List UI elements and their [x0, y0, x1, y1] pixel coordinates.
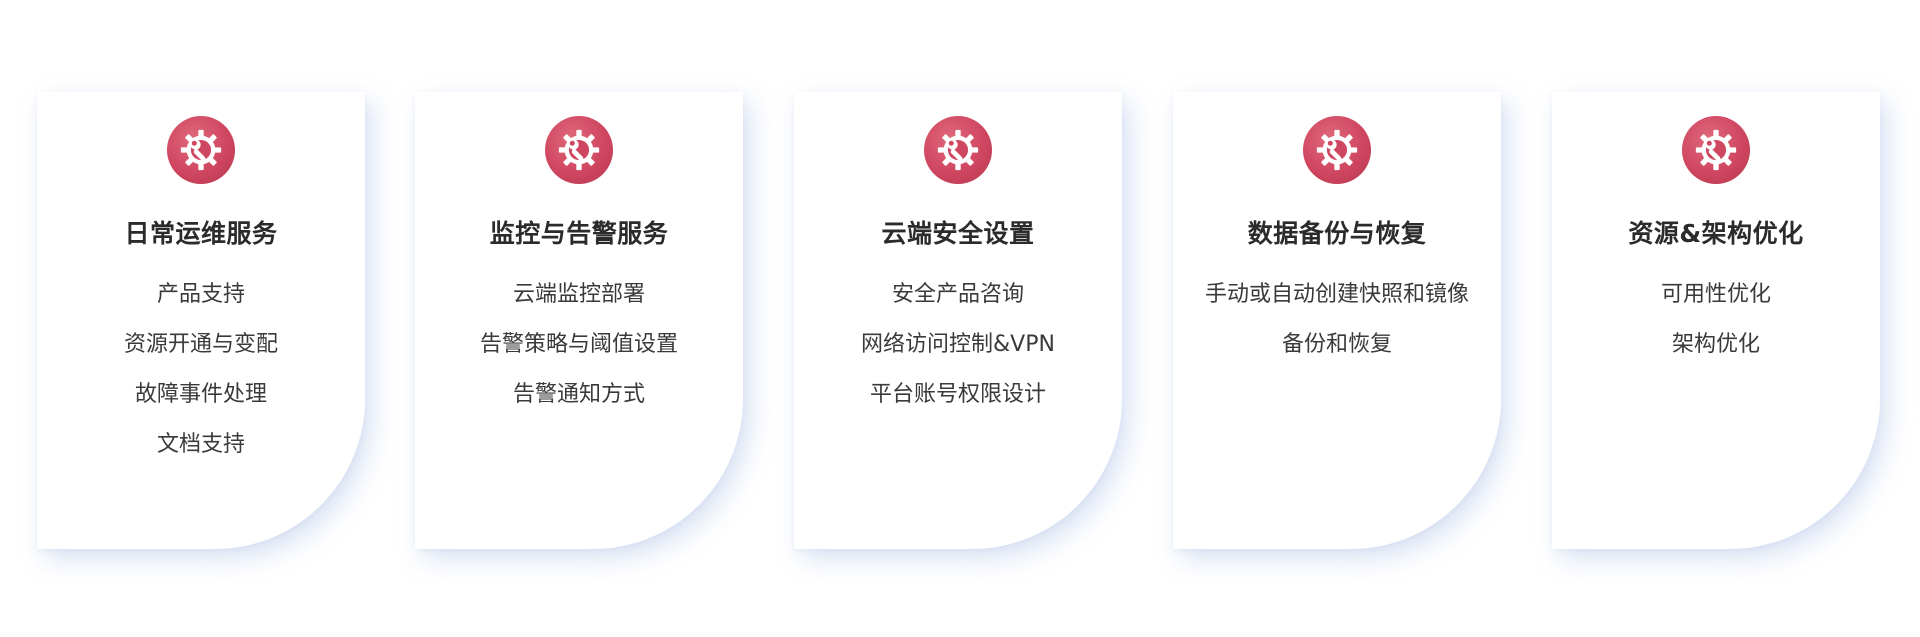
service-card-monitoring: 监控与告警服务 云端监控部署 告警策略与阈值设置 告警通知方式 [415, 92, 743, 549]
gear-wrench-icon [1303, 116, 1371, 184]
list-item: 网络访问控制&VPN [861, 332, 1055, 357]
gear-wrench-icon [545, 116, 613, 184]
gear-wrench-icon [1682, 116, 1750, 184]
feature-list: 可用性优化 架构优化 [1552, 280, 1880, 380]
list-item: 产品支持 [156, 282, 245, 307]
feature-list: 产品支持 资源开通与变配 故障事件处理 文档支持 [37, 280, 365, 480]
list-item: 可用性优化 [1660, 282, 1771, 307]
service-card-optimization: 资源&架构优化 可用性优化 架构优化 [1552, 92, 1880, 549]
list-item: 告警通知方式 [512, 382, 645, 407]
list-item: 云端监控部署 [512, 282, 645, 307]
service-card-daily-ops: 日常运维服务 产品支持 资源开通与变配 故障事件处理 文档支持 [37, 92, 365, 549]
card-title: 日常运维服务 [124, 219, 278, 248]
list-item: 资源开通与变配 [123, 332, 278, 357]
list-item: 安全产品咨询 [891, 282, 1024, 307]
list-item: 平台账号权限设计 [869, 382, 1046, 407]
feature-list: 安全产品咨询 网络访问控制&VPN 平台账号权限设计 [794, 280, 1122, 430]
service-card-cloud-security: 云端安全设置 安全产品咨询 网络访问控制&VPN 平台账号权限设计 [794, 92, 1122, 549]
list-item: 备份和恢复 [1281, 332, 1392, 357]
gear-wrench-icon [167, 116, 235, 184]
list-item: 手动或自动创建快照和镜像 [1204, 282, 1469, 307]
card-title: 数据备份与恢复 [1247, 219, 1427, 248]
service-card-backup-recovery: 数据备份与恢复 手动或自动创建快照和镜像 备份和恢复 [1173, 92, 1501, 549]
card-title: 资源&架构优化 [1628, 219, 1804, 248]
card-title: 云端安全设置 [881, 219, 1035, 248]
list-item: 文档支持 [156, 432, 245, 457]
list-item: 故障事件处理 [134, 382, 267, 407]
list-item: 告警策略与阈值设置 [479, 332, 678, 357]
feature-list: 手动或自动创建快照和镜像 备份和恢复 [1173, 280, 1501, 380]
list-item: 架构优化 [1671, 332, 1760, 357]
gear-wrench-icon [924, 116, 992, 184]
feature-list: 云端监控部署 告警策略与阈值设置 告警通知方式 [415, 280, 743, 430]
card-title: 监控与告警服务 [489, 219, 669, 248]
